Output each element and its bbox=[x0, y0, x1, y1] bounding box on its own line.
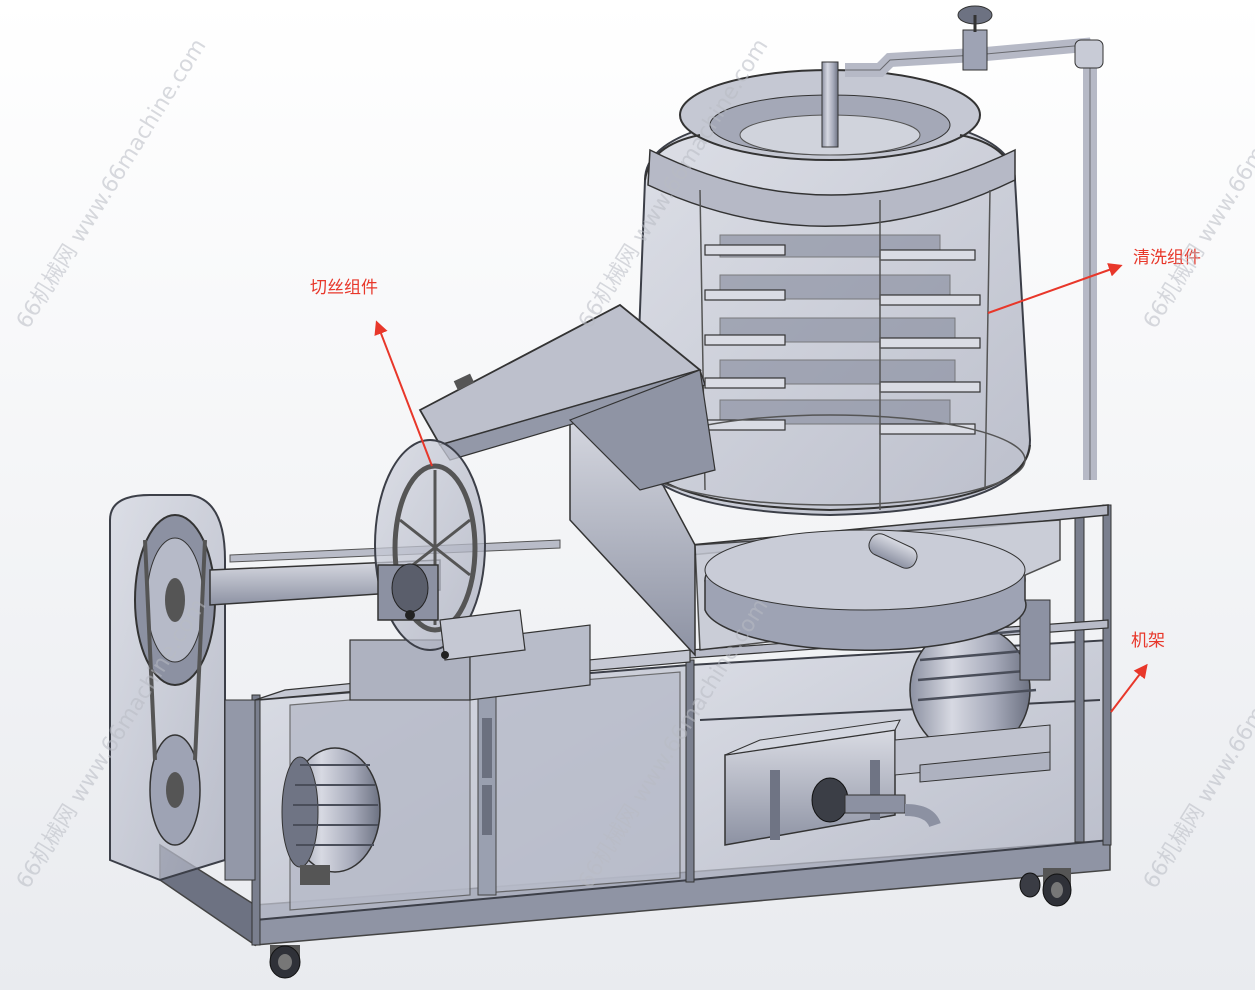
caster-wheel bbox=[269, 945, 301, 979]
main-motor bbox=[894, 599, 1051, 783]
label-cutting: 切丝组件 bbox=[310, 278, 378, 298]
washing-drum bbox=[569, 61, 1061, 657]
annotation-washing: 清洗组件 bbox=[987, 248, 1201, 314]
cutting-assembly bbox=[349, 439, 591, 701]
caster-wheel bbox=[1019, 872, 1041, 898]
water-pipe bbox=[845, 5, 1104, 480]
label-washing: 清洗组件 bbox=[1133, 248, 1201, 268]
pump-box bbox=[724, 719, 941, 846]
belt-pulley-guard bbox=[109, 494, 256, 882]
annotation-frame: 机架 bbox=[1110, 631, 1165, 713]
annotation-cutting: 切丝组件 bbox=[310, 278, 433, 467]
machine-frame bbox=[159, 504, 1112, 979]
label-frame: 机架 bbox=[1131, 631, 1165, 651]
feed-chute bbox=[418, 303, 716, 491]
blower-motor bbox=[281, 747, 381, 885]
caster-wheel bbox=[1042, 868, 1072, 907]
